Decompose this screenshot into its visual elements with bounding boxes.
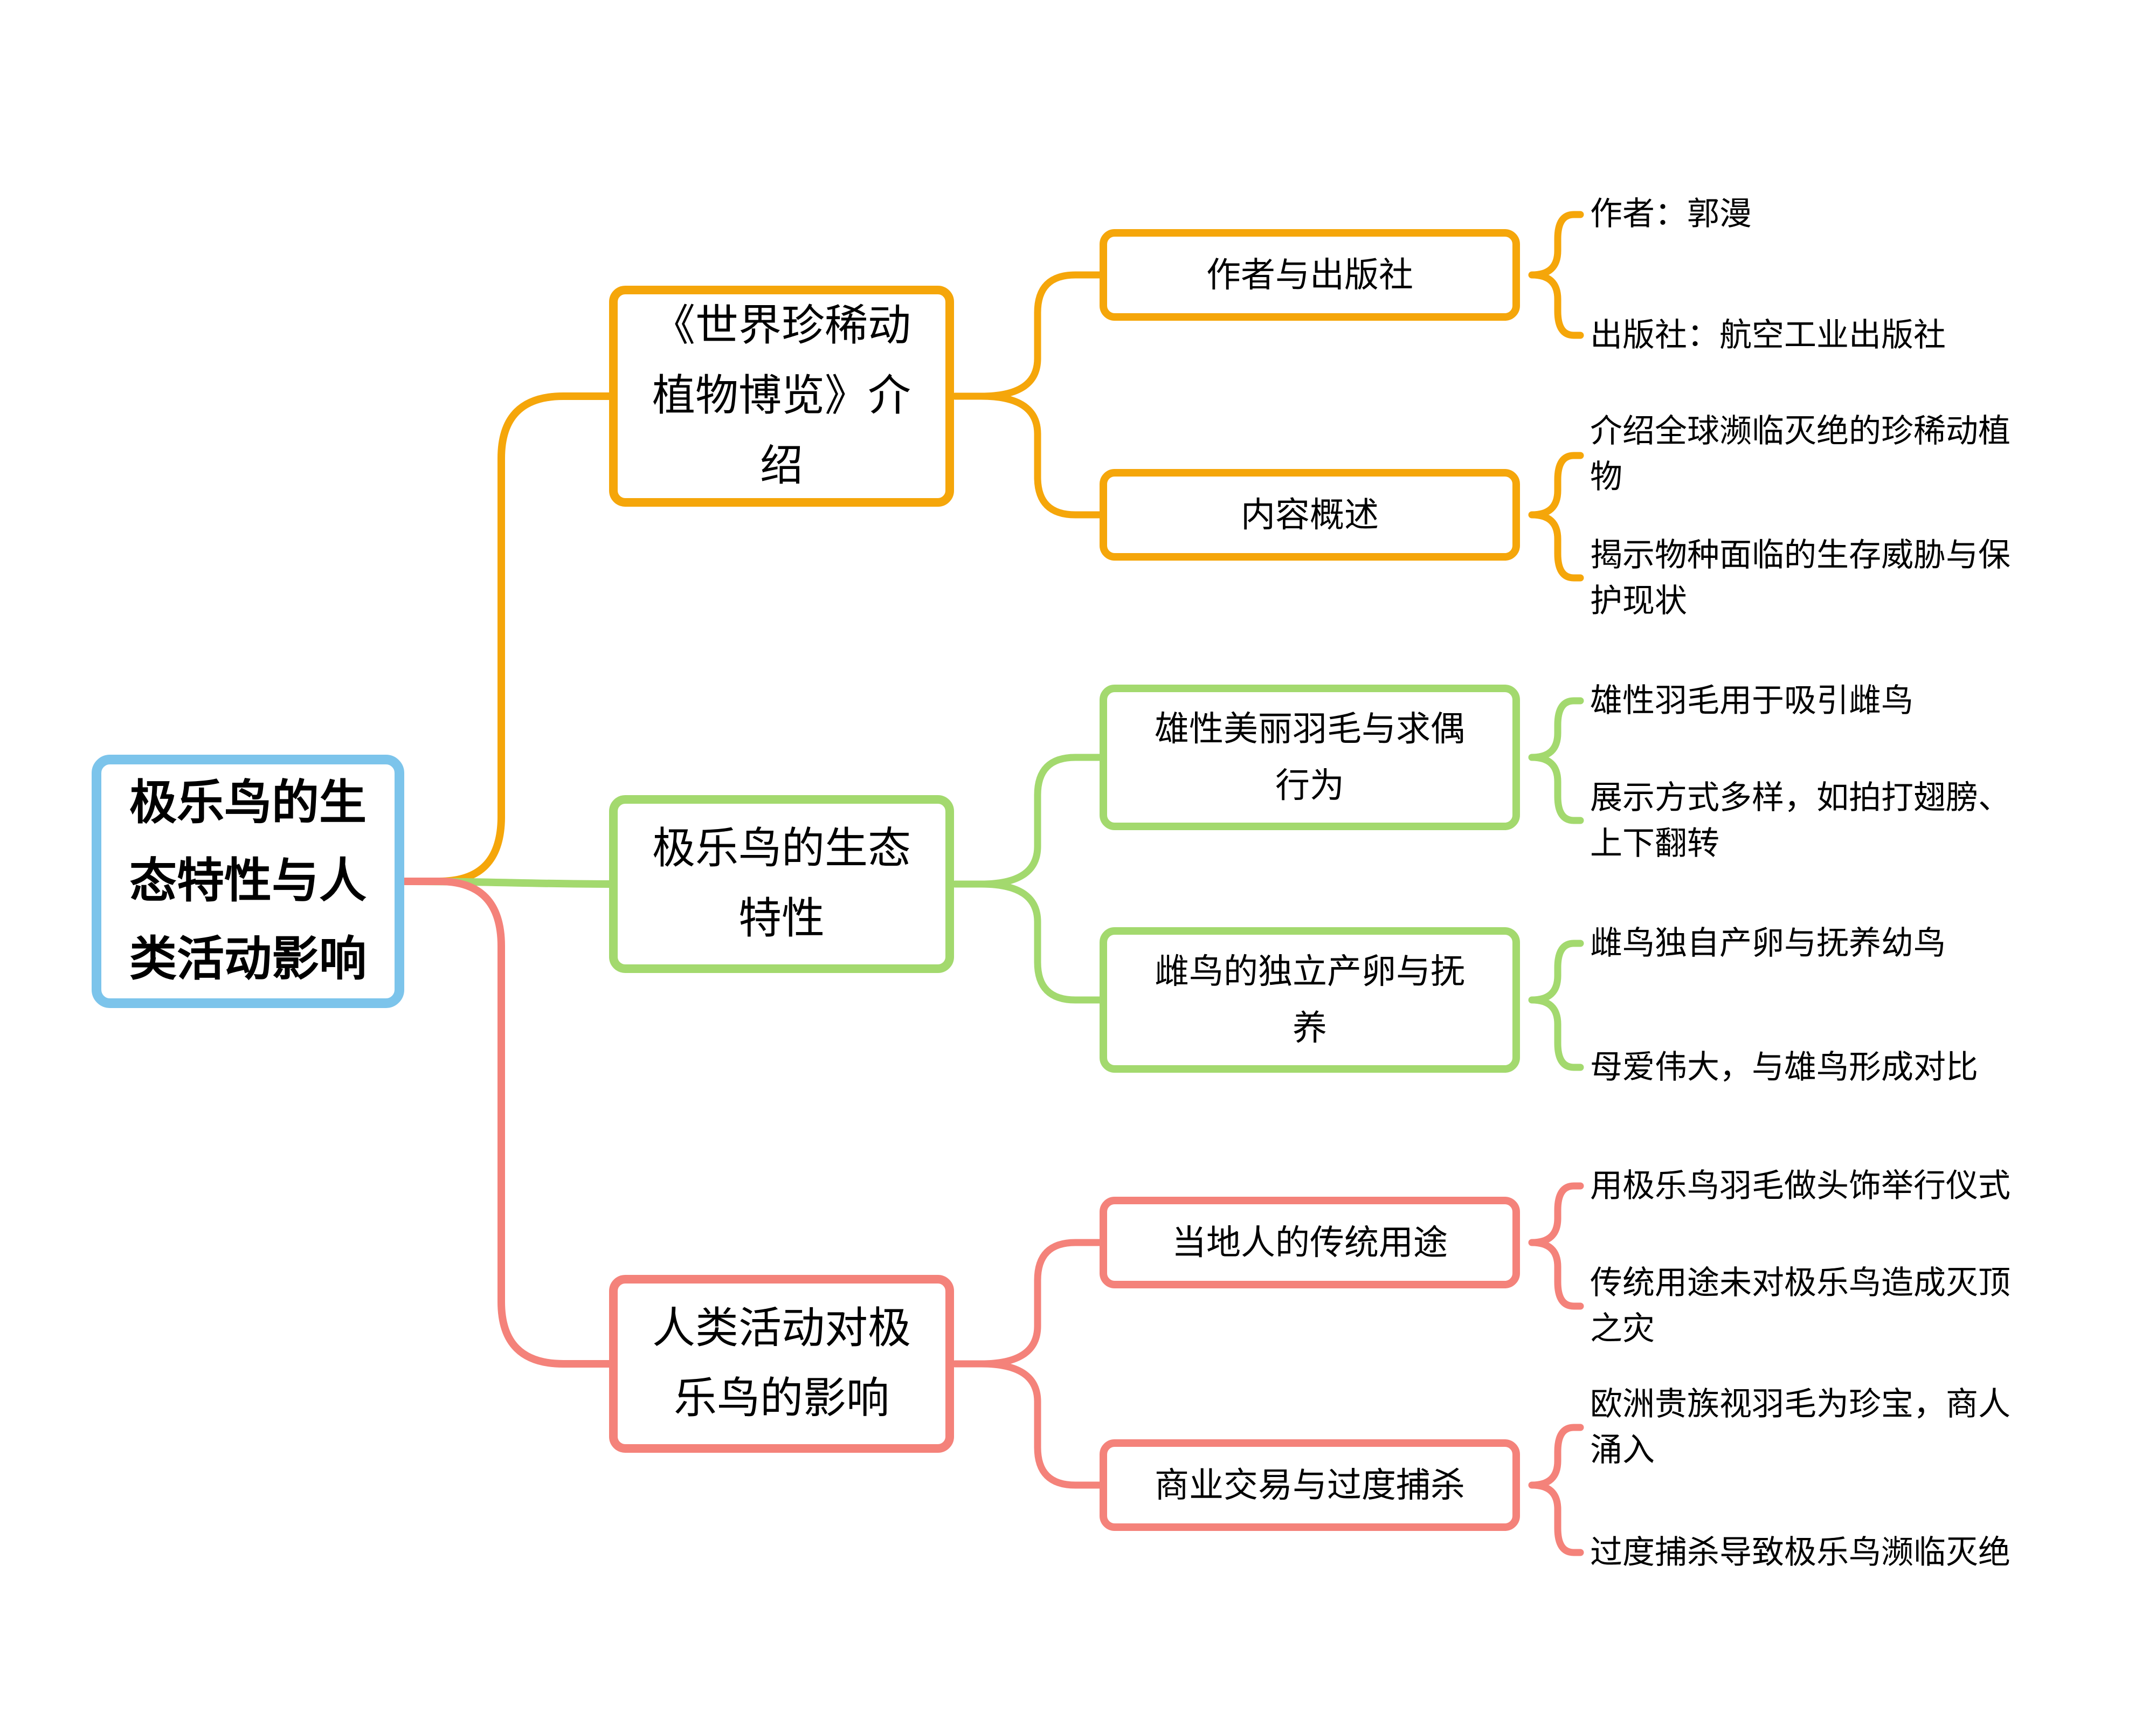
child-node-author-publisher[interactable]: 作者与出版社 [1100, 229, 1520, 321]
leaf-mother-love[interactable]: 母爱伟大，与雄鸟形成对比 [1590, 1050, 1978, 1085]
brace-child-0-1 [1528, 452, 1584, 582]
branch-node-book-intro[interactable]: 《世界珍稀动植物博览》介绍 [609, 286, 954, 507]
leaf-no-extinction[interactable]: 传统用途未对极乐鸟造成灭顶之灾 [1590, 1265, 2010, 1347]
leaf-content-threats[interactable]: 揭示物种面临的生存威胁与保护现状 [1590, 537, 2010, 619]
leaf-publisher[interactable]: 出版社：航空工业出版社 [1590, 318, 1946, 353]
child-node-content-overview[interactable]: 内容概述 [1100, 469, 1520, 561]
child-node-commercial-hunting[interactable]: 商业交易与过度捕杀 [1100, 1439, 1520, 1531]
leaf-headdress-ritual[interactable]: 用极乐鸟羽毛做头饰举行仪式 [1590, 1168, 2010, 1204]
child-node-male-plumage[interactable]: 雄性美丽羽毛与求偶行为 [1100, 685, 1520, 830]
connector-root-to-branch-0 [400, 392, 614, 885]
leaf-plumage-attract[interactable]: 雄性羽毛用于吸引雌鸟 [1590, 683, 1913, 719]
child-node-female-nesting[interactable]: 雌鸟的独立产卵与抚养 [1100, 927, 1520, 1073]
connector-root-to-branch-2 [400, 878, 614, 1368]
leaf-author[interactable]: 作者：郭漫 [1590, 196, 1752, 232]
leaf-european-traders[interactable]: 欧洲贵族视羽毛为珍宝，商人涌入 [1590, 1386, 2010, 1468]
brace-branch-2 [951, 1239, 1104, 1489]
leaf-plumage-display[interactable]: 展示方式多样，如拍打翅膀、上下翻转 [1590, 780, 2010, 861]
brace-branch-1 [951, 754, 1104, 1004]
brace-child-1-1 [1528, 940, 1584, 1071]
child-node-traditional-use[interactable]: 当地人的传统用途 [1100, 1197, 1520, 1288]
leaf-overhunting-extinction[interactable]: 过度捕杀导致极乐鸟濒临灭绝 [1590, 1535, 2010, 1570]
brace-child-1-0 [1528, 697, 1584, 824]
leaf-female-raise[interactable]: 雌鸟独自产卵与抚养幼鸟 [1590, 926, 1946, 961]
brace-child-2-0 [1528, 1182, 1584, 1310]
brace-child-2-1 [1528, 1424, 1584, 1556]
root-node[interactable]: 极乐鸟的生态特性与人类活动影响 [92, 755, 404, 1008]
leaf-content-species[interactable]: 介绍全球濒临灭绝的珍稀动植物 [1590, 413, 2010, 495]
brace-child-0-0 [1528, 211, 1584, 339]
branch-node-ecology[interactable]: 极乐鸟的生态特性 [609, 795, 954, 973]
branch-node-human-impact[interactable]: 人类活动对极乐鸟的影响 [609, 1275, 954, 1453]
brace-branch-0 [951, 271, 1104, 519]
